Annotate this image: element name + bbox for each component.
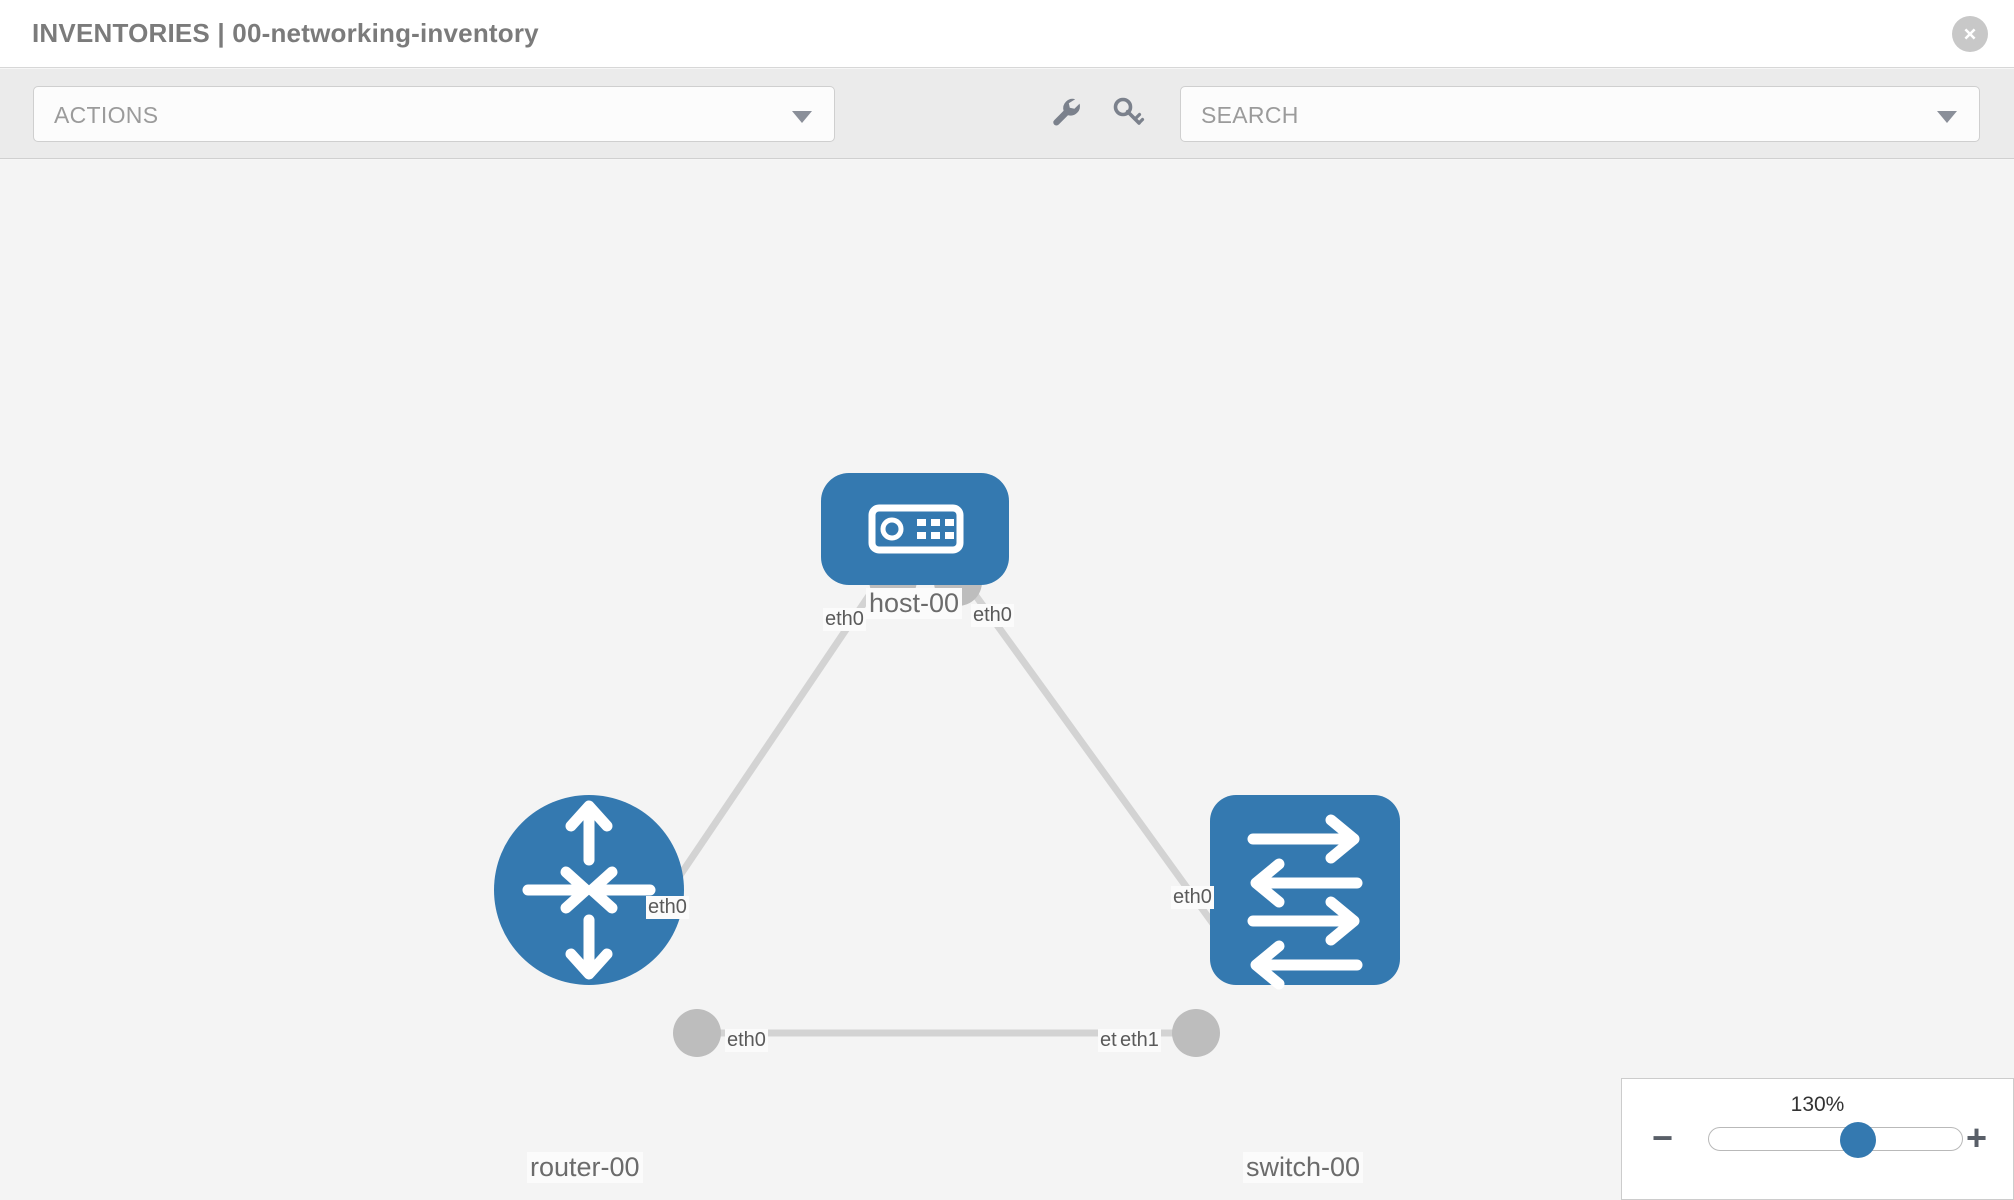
zoom-out-button[interactable]: − xyxy=(1652,1117,1674,1158)
search-placeholder: SEARCH xyxy=(1201,102,1299,128)
close-icon xyxy=(1959,23,1981,45)
port-connectors xyxy=(673,556,1260,1057)
node-label-router-00: router-00 xyxy=(527,1152,643,1183)
page-header: INVENTORIES | 00-networking-inventory xyxy=(0,0,2014,68)
zoom-in-button[interactable]: + xyxy=(1965,1117,1987,1158)
interface-label: eth0 xyxy=(971,604,1014,627)
interface-label: eth0 xyxy=(725,1029,768,1052)
wrench-icon xyxy=(1049,95,1083,134)
server-icon xyxy=(868,504,964,554)
chevron-down-icon[interactable] xyxy=(1937,111,1957,123)
zoom-level-value: 130% xyxy=(1790,1093,1845,1116)
interface-label: eth0 xyxy=(1171,886,1214,909)
node-label-switch-00: switch-00 xyxy=(1243,1152,1364,1183)
zoom-slider[interactable] xyxy=(1708,1122,1963,1158)
zoom-control-panel: 130% − + xyxy=(1621,1078,2014,1200)
key-icon xyxy=(1111,95,1145,134)
node-switch-00[interactable] xyxy=(1210,795,1400,990)
key-button[interactable] xyxy=(1105,91,1151,137)
close-button[interactable] xyxy=(1952,16,1988,52)
topology-graph xyxy=(494,473,1400,1057)
zoom-slider-handle[interactable] xyxy=(1840,1122,1877,1158)
interface-label: eth0 xyxy=(646,896,689,919)
wrench-button[interactable] xyxy=(1043,91,1089,137)
actions-dropdown-label: ACTIONS xyxy=(54,102,159,128)
interface-label: eth0 xyxy=(823,608,866,631)
interface-label: eth1 xyxy=(1118,1029,1161,1052)
topology-canvas[interactable]: host-00 router-00 switch-00 eth0 eth0 et… xyxy=(0,160,2014,1200)
node-host-00[interactable] xyxy=(821,473,1009,585)
router-icon xyxy=(522,800,656,980)
search-input[interactable]: SEARCH xyxy=(1180,86,1980,142)
chevron-down-icon xyxy=(792,111,812,123)
node-label-host-00: host-00 xyxy=(866,588,963,619)
actions-dropdown[interactable]: ACTIONS xyxy=(33,86,835,142)
toolbar: ACTIONS SEARCH xyxy=(0,69,2014,159)
switch-icon xyxy=(1247,814,1363,990)
page-title: INVENTORIES | 00-networking-inventory xyxy=(32,18,539,48)
node-router-00[interactable] xyxy=(494,795,684,985)
